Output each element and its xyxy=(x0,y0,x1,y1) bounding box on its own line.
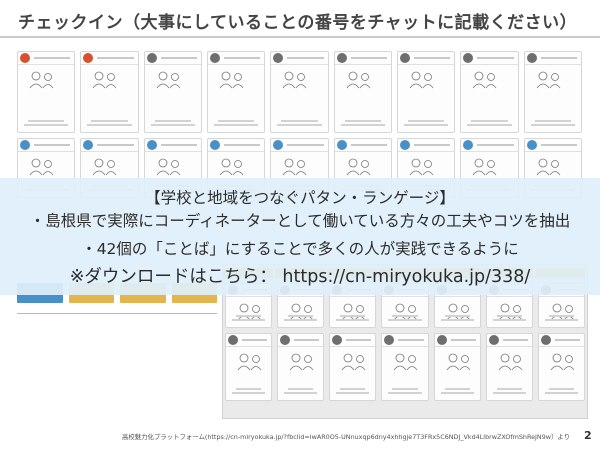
pattern-card xyxy=(523,51,582,133)
pattern-card xyxy=(460,51,519,133)
card-illustration xyxy=(93,71,117,89)
card-number-badge xyxy=(332,335,343,345)
pattern-card xyxy=(225,333,273,401)
card-number-badge xyxy=(463,140,474,150)
card-number-badge xyxy=(336,140,347,150)
card-number-badge xyxy=(384,335,395,345)
card-illustration xyxy=(237,353,262,371)
overlay-download-link[interactable]: ※ダウンロードはこちら： https://cn-miryokuka.jp/338… xyxy=(69,267,531,287)
card-illustration xyxy=(550,353,575,371)
pattern-card xyxy=(433,333,481,401)
card-illustration xyxy=(93,158,117,176)
card-illustration xyxy=(219,71,244,89)
title-divider xyxy=(0,36,600,38)
card-illustration xyxy=(536,71,560,89)
info-overlay xyxy=(0,178,600,295)
card-number-badge xyxy=(20,140,30,150)
pattern-card xyxy=(537,333,585,401)
pattern-card xyxy=(206,51,266,133)
card-sheet-top xyxy=(17,51,582,198)
card-illustration xyxy=(409,158,434,176)
card-illustration xyxy=(409,71,434,89)
card-sheet-bottom xyxy=(225,283,585,401)
pattern-card xyxy=(396,51,456,133)
card-illustration xyxy=(29,71,54,89)
card-illustration xyxy=(473,71,497,89)
card-number-badge xyxy=(146,140,157,150)
card-number-badge xyxy=(336,53,347,63)
pattern-card xyxy=(485,333,533,401)
card-illustration xyxy=(536,158,560,176)
left-sheet-edge xyxy=(17,313,217,314)
card-number-badge xyxy=(436,335,447,345)
slide-title: チェックイン（大事にしていることの番号をチャットに記載ください） xyxy=(18,13,578,33)
card-illustration xyxy=(283,158,307,176)
pattern-card xyxy=(143,51,202,133)
pattern-card xyxy=(333,51,392,133)
pattern-card xyxy=(277,333,325,401)
card-number-badge xyxy=(228,335,238,345)
card-illustration xyxy=(283,71,307,89)
pattern-card xyxy=(80,51,139,133)
card-illustration xyxy=(346,158,370,176)
card-number-badge xyxy=(20,53,30,63)
card-number-badge xyxy=(488,335,499,345)
card-illustration xyxy=(289,353,314,371)
card-illustration xyxy=(473,158,497,176)
card-illustration xyxy=(394,353,418,371)
card-number-badge xyxy=(399,53,410,63)
pattern-card xyxy=(17,51,76,133)
overlay-bullet-1: ・島根県で実際にコーディネーターとして働いている方々の工夫やコツを抽出 xyxy=(29,212,571,230)
card-illustration xyxy=(156,71,180,89)
card-number-badge xyxy=(209,53,220,63)
card-number-badge xyxy=(540,335,551,345)
card-number-badge xyxy=(146,53,157,63)
card-number-badge xyxy=(83,53,94,63)
card-number-badge xyxy=(83,140,94,150)
card-number-badge xyxy=(273,53,284,63)
card-number-badge xyxy=(526,53,537,63)
card-number-badge xyxy=(273,140,284,150)
card-illustration xyxy=(29,158,54,176)
source-footer: 高校魅力化プラットフォーム(https://cn-miryokuka.jp/?f… xyxy=(122,433,571,441)
overlay-heading: 【学校と地域をつなぐパタン・ランゲージ】 xyxy=(145,189,455,207)
card-illustration xyxy=(341,353,366,371)
pattern-card xyxy=(270,51,329,133)
card-illustration xyxy=(346,71,370,89)
pattern-card xyxy=(381,333,429,401)
overlay-bullet-2: ・42個の「ことば」にすることで多くの人が実践できるように xyxy=(81,240,519,258)
card-number-badge xyxy=(209,140,220,150)
pattern-card xyxy=(329,333,377,401)
card-illustration xyxy=(156,158,180,176)
card-number-badge xyxy=(399,140,410,150)
card-illustration xyxy=(498,353,523,371)
page-number: 2 xyxy=(584,429,592,442)
card-illustration xyxy=(446,353,470,371)
card-number-badge xyxy=(280,335,291,345)
card-number-badge xyxy=(463,53,474,63)
card-number-badge xyxy=(526,140,537,150)
card-illustration xyxy=(219,158,244,176)
